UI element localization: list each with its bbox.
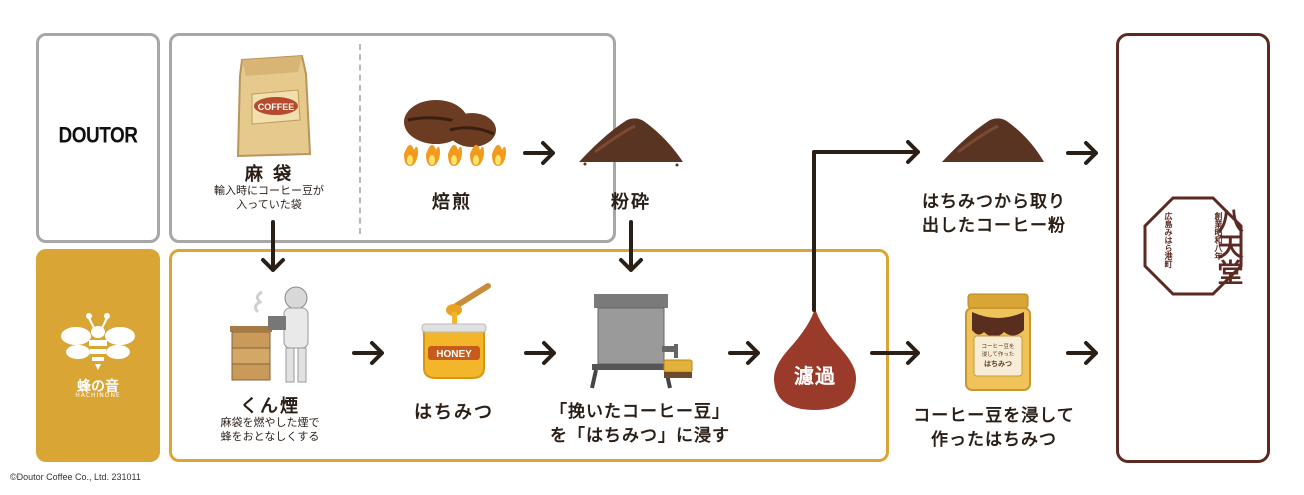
coffee-honey-jar-icon: コーヒー豆を 浸して作った はちみつ — [965, 293, 1031, 391]
hachinone-logo-text: 蜂の音 — [77, 379, 119, 395]
roasting-beans-icon — [404, 100, 506, 166]
arrow-down-icon — [619, 220, 643, 272]
hakkendo-name: 八天堂 — [1213, 207, 1243, 285]
honey-jar-label: HONEY — [436, 349, 472, 360]
bee-logo-icon — [61, 313, 135, 370]
doutor-panel — [36, 33, 160, 243]
arrow-elbow-icon — [812, 140, 920, 312]
roast-title: 焙煎 — [432, 192, 472, 213]
doutor-logo: DOUTOR — [52, 124, 144, 149]
arrow-right-icon — [523, 141, 555, 165]
arrow-down-icon — [261, 220, 285, 272]
arrow-right-icon — [352, 341, 384, 365]
ground-coffee-icon — [579, 118, 683, 167]
burlap-sub-2: 入っていた袋 — [236, 198, 302, 211]
ground-coffee-icon — [942, 118, 1044, 162]
doutor-logo-text: DOUTOR — [58, 124, 138, 149]
hachinone-panel — [36, 249, 160, 462]
coffee-honey-jar-label-1: コーヒー豆を — [981, 343, 1014, 350]
coffee-honey-jar-label-2: 浸して作った — [982, 350, 1015, 358]
arrow-right-icon — [1066, 341, 1098, 365]
arrow-right-icon — [870, 341, 920, 365]
honey-title: はちみつ — [414, 402, 494, 423]
soak-line-1: 「挽いたコーヒー豆」 — [550, 402, 730, 422]
filter-title: 濾過 — [794, 364, 836, 388]
filter-drop-icon — [774, 308, 856, 410]
hakkendo-seal-icon — [1143, 196, 1243, 296]
smoke-sub-2: 蜂をおとなしくする — [220, 430, 320, 443]
soaking-tank-icon — [590, 294, 693, 389]
copyright-credit: ©Doutor Coffee Co., Ltd. 231011 — [10, 472, 141, 482]
coffee-honey-line-2: 作ったはちみつ — [931, 430, 1057, 450]
coffee-honey-line-1: コーヒー豆を浸して — [913, 406, 1075, 426]
beekeeper-icon — [230, 286, 309, 383]
arrow-right-icon — [1066, 141, 1098, 165]
grounds-out-line-1: はちみつから取り — [922, 192, 1066, 212]
smoke-sub-1: 麻袋を燃やした煙で — [220, 416, 320, 429]
hachinone-logo-roman: HACHINONE — [75, 392, 121, 399]
hakkendo-side-left: 広島みはら港町 — [1164, 212, 1173, 268]
divider-dashed — [359, 44, 361, 234]
burlap-title: 麻 袋 — [244, 164, 294, 185]
grind-title: 粉砕 — [611, 192, 651, 213]
honey-jar-icon: HONEY — [421, 283, 491, 379]
hakkendo-side-right: 創業昭和八年 — [1214, 212, 1223, 260]
burlap-sub-1: 輸入時にコーヒー豆が — [214, 184, 324, 197]
soak-line-2: を「はちみつ」に浸す — [550, 426, 730, 446]
burlap-sack-icon: COFFEE — [236, 54, 312, 158]
grounds-out-line-2: 出したコーヒー粉 — [922, 216, 1066, 236]
coffee-honey-jar-label-3: はちみつ — [984, 360, 1012, 368]
arrow-right-icon — [524, 341, 556, 365]
arrow-right-icon — [728, 341, 760, 365]
smoke-title: くん煙 — [240, 396, 300, 417]
bag-label: COFFEE — [258, 102, 295, 112]
